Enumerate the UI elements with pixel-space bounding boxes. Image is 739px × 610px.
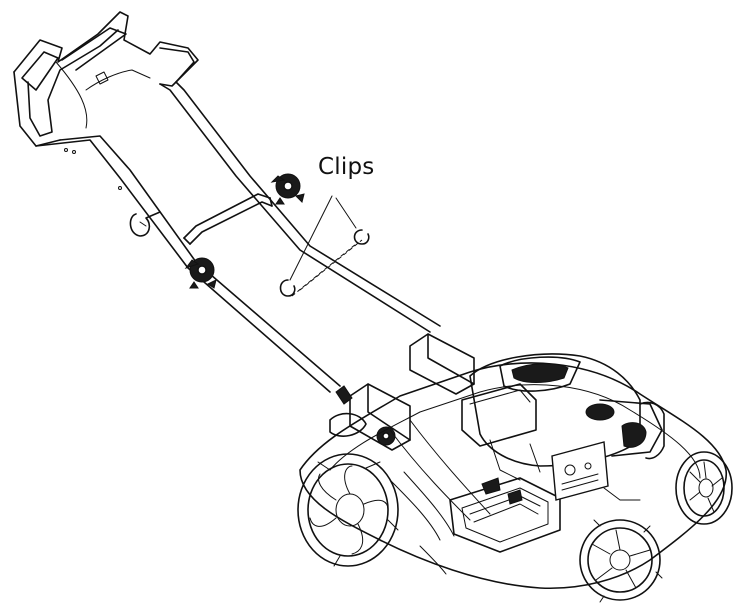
mower-deck <box>299 362 727 590</box>
front-left-wheel <box>579 519 663 603</box>
rear-left-wheel <box>297 453 399 567</box>
engine <box>461 353 663 501</box>
clip-left <box>279 279 296 297</box>
mid-crossbar <box>183 193 273 245</box>
handle-knob-upper <box>270 173 305 205</box>
front-right-wheel <box>675 451 733 525</box>
lower-handle-brackets <box>329 333 475 451</box>
handle-knob-lower <box>184 257 217 289</box>
clips-callout <box>279 195 370 297</box>
rope-guide <box>129 211 161 237</box>
upper-handle <box>13 11 441 393</box>
rear-right-wheel <box>639 401 665 460</box>
clip-right <box>353 229 370 245</box>
clips-label: Clips <box>318 154 375 180</box>
